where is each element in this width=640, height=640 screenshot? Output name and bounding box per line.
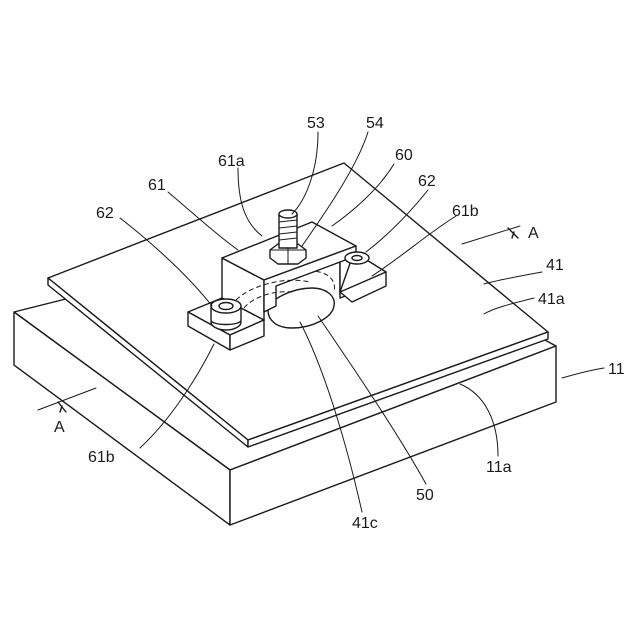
label-53: 53 [307,115,325,132]
label-11: 11 [608,361,625,378]
label-61b-right: 61b [452,203,479,220]
label-41: 41 [546,257,564,274]
section-marker-right [462,226,520,244]
stud-53 [279,214,297,248]
leader-11 [562,368,604,378]
label-61b-left: 61b [88,449,115,466]
label-62-left: 62 [96,205,114,222]
left-screw-socket [219,303,233,310]
label-50: 50 [416,487,434,504]
right-screw-62 [345,252,369,264]
label-41c: 41c [352,515,378,532]
right-screw-socket [352,256,362,261]
label-61: 61 [148,177,166,194]
label-A-left: A [54,419,65,436]
label-41a: 41a [538,291,565,308]
label-62-right: 62 [418,173,436,190]
label-A-right: A [528,225,539,242]
label-60: 60 [395,147,413,164]
left-screw-62 [211,299,241,330]
label-54: 54 [366,115,384,132]
leader-41 [484,272,542,284]
label-61a: 61a [218,153,245,170]
label-11a: 11a [486,459,512,476]
